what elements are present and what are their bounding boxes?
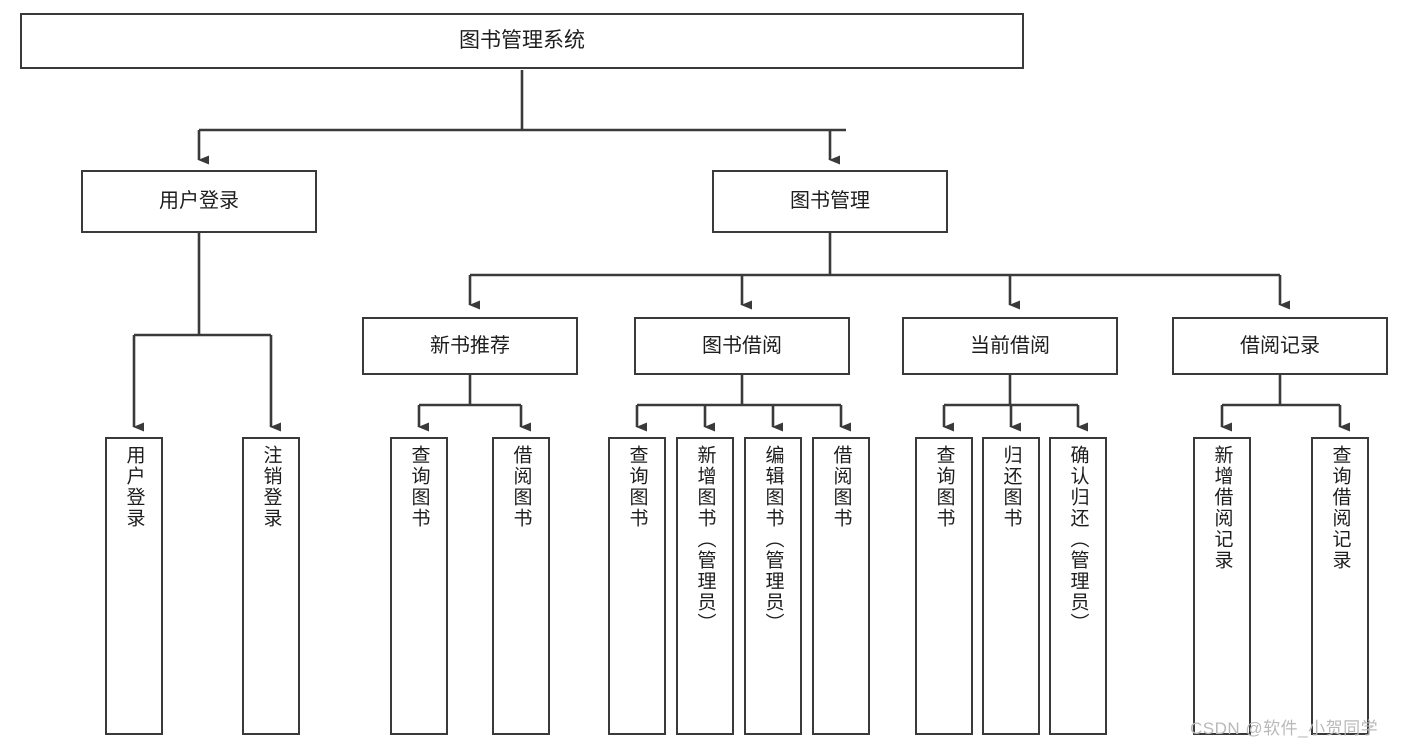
node-label: 借阅图书 — [510, 445, 532, 529]
node-label: 借阅图书 — [830, 445, 852, 529]
node-label: 图书管理系统 — [459, 29, 585, 53]
node-label: 查询图书 — [408, 445, 430, 529]
node-label: 查询图书 — [626, 445, 648, 529]
node-current-borrow[interactable]: 当前借阅 — [902, 317, 1118, 375]
csdn-watermark: CSDN @软件_小贺同学 — [1190, 719, 1379, 738]
leaf-borrow-book-edit-book-admin[interactable]: 编辑图书（管理员） — [744, 437, 802, 735]
node-label: 新增图书（管理员） — [694, 445, 716, 634]
node-label: 新书推荐 — [430, 334, 510, 357]
node-borrow-record[interactable]: 借阅记录 — [1172, 317, 1388, 375]
node-label: 借阅记录 — [1240, 334, 1320, 357]
leaf-borrow-book-borrow-book[interactable]: 借阅图书 — [812, 437, 870, 735]
node-label: 新增借阅记录 — [1211, 445, 1233, 571]
node-user-login[interactable]: 用户登录 — [81, 170, 317, 233]
leaf-borrow-book-add-book-admin[interactable]: 新增图书（管理员） — [676, 437, 734, 735]
leaf-borrow-record-query-record[interactable]: 查询借阅记录 — [1311, 437, 1369, 735]
node-book-borrow[interactable]: 图书借阅 — [634, 317, 850, 375]
leaf-current-borrow-return-book[interactable]: 归还图书 — [982, 437, 1040, 735]
leaf-borrow-book-query-book[interactable]: 查询图书 — [608, 437, 666, 735]
node-label: 归还图书 — [1000, 445, 1022, 529]
node-label: 注销登录 — [260, 445, 282, 529]
node-label: 用户登录 — [123, 445, 145, 529]
node-label: 编辑图书（管理员） — [762, 445, 784, 634]
node-label: 图书借阅 — [702, 334, 782, 357]
node-label: 查询图书 — [933, 445, 955, 529]
node-new-book-recommend[interactable]: 新书推荐 — [362, 317, 578, 375]
leaf-user-login-login[interactable]: 用户登录 — [105, 437, 163, 735]
node-label: 确认归还（管理员） — [1067, 445, 1089, 634]
leaf-new-book-query-book[interactable]: 查询图书 — [390, 437, 448, 735]
node-book-management[interactable]: 图书管理 — [712, 170, 948, 233]
leaf-current-borrow-confirm-return-admin[interactable]: 确认归还（管理员） — [1049, 437, 1107, 735]
leaf-borrow-record-add-record[interactable]: 新增借阅记录 — [1193, 437, 1251, 735]
leaf-current-borrow-query-book[interactable]: 查询图书 — [915, 437, 973, 735]
node-label: 图书管理 — [790, 190, 870, 213]
leaf-user-login-logout[interactable]: 注销登录 — [242, 437, 300, 735]
node-label: 当前借阅 — [970, 334, 1050, 357]
node-book-management-system[interactable]: 图书管理系统 — [20, 13, 1024, 69]
node-label: 用户登录 — [159, 190, 239, 213]
node-label: 查询借阅记录 — [1329, 445, 1351, 571]
leaf-new-book-borrow-book[interactable]: 借阅图书 — [492, 437, 550, 735]
